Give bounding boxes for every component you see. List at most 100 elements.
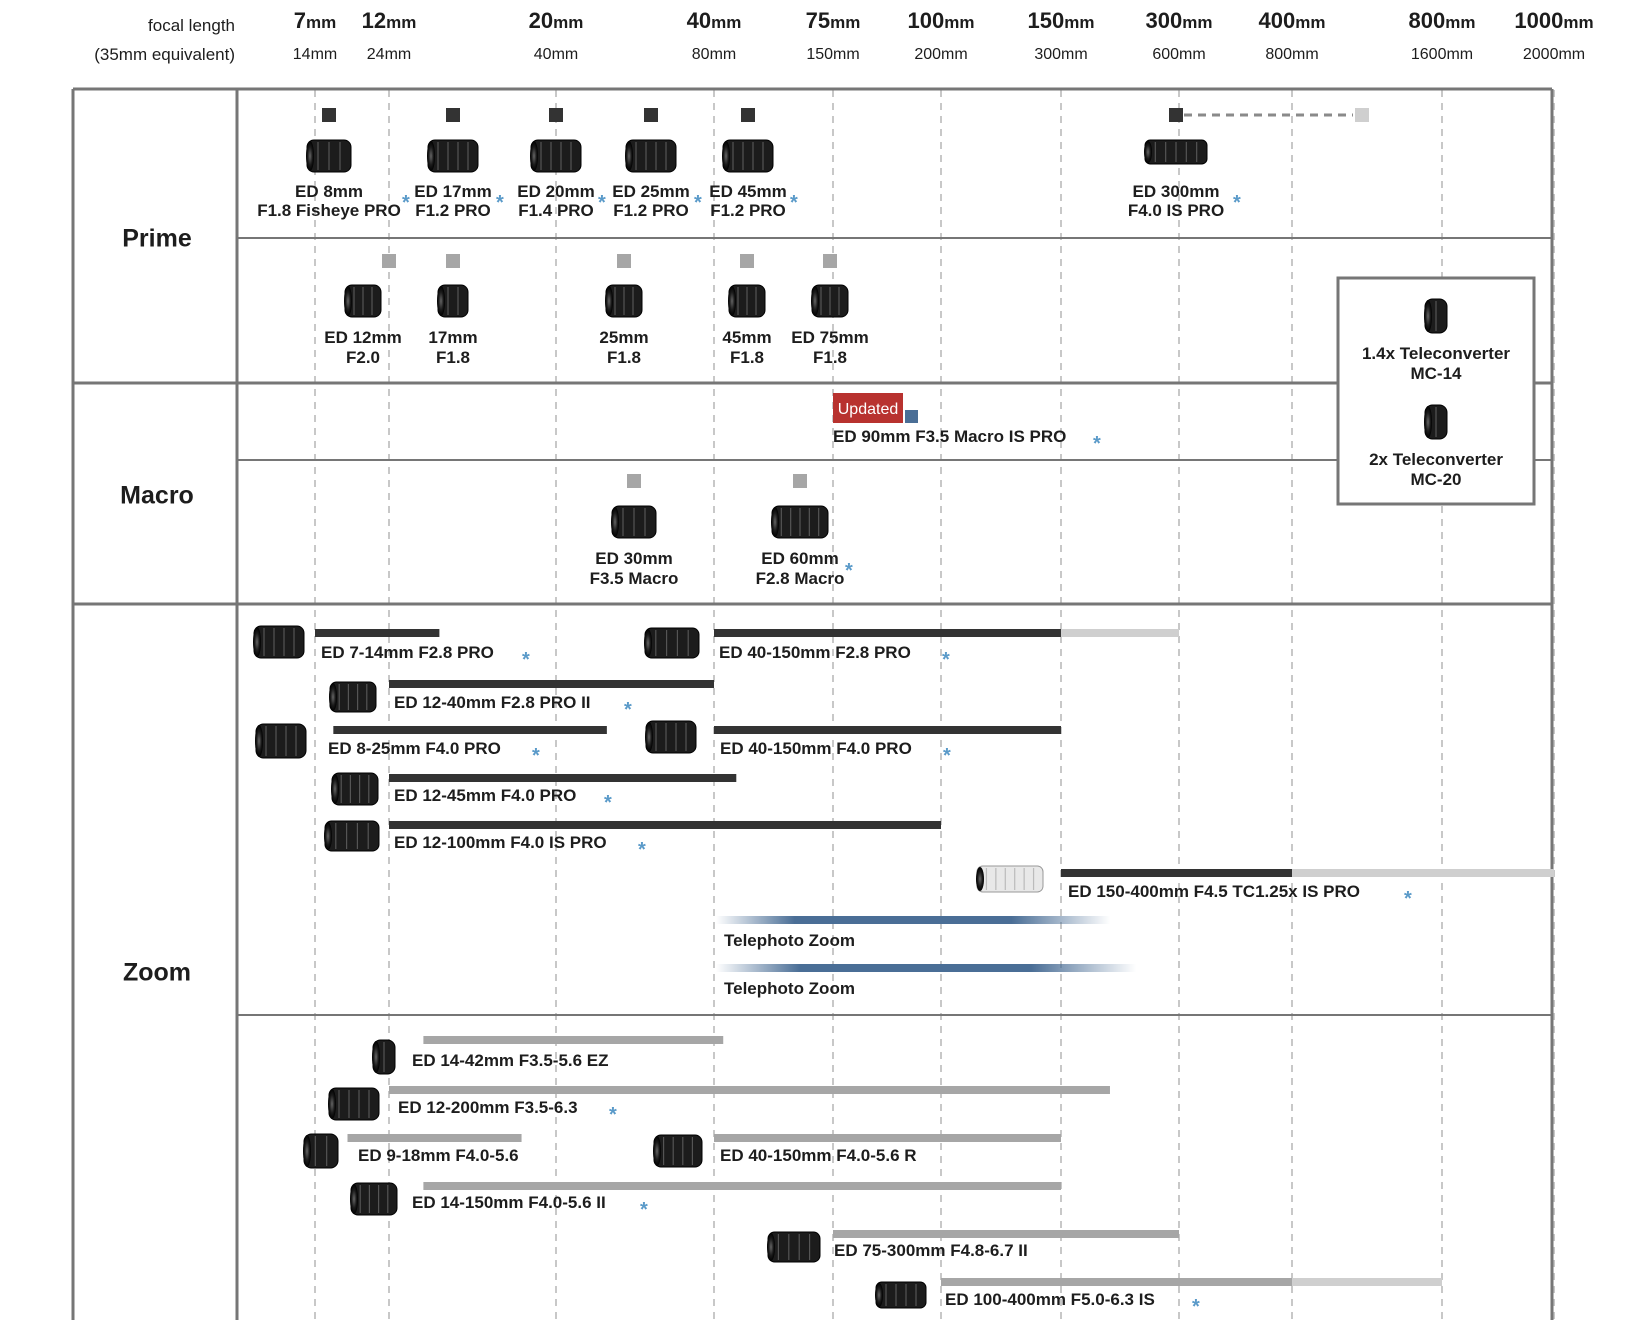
lens-aperture: F1.2 PRO bbox=[613, 201, 689, 220]
pro-star-mark: * bbox=[790, 192, 798, 214]
prime-pro-marker bbox=[741, 108, 755, 122]
lens-aperture: F1.8 bbox=[436, 348, 470, 367]
lens-name: ED 45mm bbox=[709, 182, 786, 201]
lens-front-element bbox=[253, 627, 261, 657]
lens-aperture: F1.4 PRO bbox=[518, 201, 594, 220]
lens-icon bbox=[253, 625, 305, 659]
pro-star-mark: * bbox=[496, 192, 504, 214]
lens-name: 25mm bbox=[599, 328, 648, 347]
pro-star-mark: * bbox=[624, 699, 632, 721]
zoom-extension-bar bbox=[1292, 869, 1554, 877]
lens-icon bbox=[611, 505, 657, 539]
lens-front-element bbox=[728, 286, 736, 316]
lens-barrel bbox=[767, 1231, 821, 1263]
macro-standard-marker bbox=[627, 474, 641, 488]
lens-name: ED 40-150mm F2.8 PRO bbox=[719, 643, 911, 662]
zoom-pro-range-bar bbox=[333, 726, 607, 734]
lens-name: 17mm bbox=[428, 328, 477, 347]
equivalent-tick-14mm: 14mm bbox=[292, 46, 338, 63]
lens-icon bbox=[771, 505, 829, 539]
lens-barrel bbox=[253, 625, 305, 659]
lens-aperture: F4.0 IS PRO bbox=[1128, 201, 1224, 220]
lens-icon bbox=[344, 284, 382, 318]
pro-star-mark: * bbox=[638, 839, 646, 861]
lens-aperture: F1.8 bbox=[813, 348, 847, 367]
lens-icon bbox=[329, 681, 377, 713]
lens-name: ED 12-45mm F4.0 PRO bbox=[394, 786, 576, 805]
lens-aperture: F1.8 Fisheye PRO bbox=[257, 201, 401, 220]
lens-name: Telephoto Zoom bbox=[724, 931, 855, 950]
focal-tick-400: 400mm bbox=[1259, 8, 1326, 34]
lens-icon bbox=[645, 720, 697, 754]
lens-front-element bbox=[811, 286, 819, 316]
focal-value: 100 bbox=[907, 8, 945, 33]
focal-tick-150: 150mm bbox=[1028, 8, 1095, 34]
lens-front-element bbox=[875, 1283, 883, 1307]
lens-icon bbox=[306, 139, 352, 173]
zoom-pro-range-bar bbox=[714, 629, 1061, 637]
pro-star-mark: * bbox=[609, 1104, 617, 1126]
zoom-standard-range-bar bbox=[423, 1182, 1061, 1190]
pro-star-mark: * bbox=[598, 192, 606, 214]
lens-front-element bbox=[625, 141, 633, 171]
teleconverter-name: 1.4x Teleconverter bbox=[1362, 344, 1510, 363]
prime-standard-marker bbox=[740, 254, 754, 268]
lens-front-element bbox=[771, 507, 779, 537]
zoom-standard-range-bar bbox=[941, 1278, 1292, 1286]
lens-barrel bbox=[328, 1087, 380, 1121]
lens-barrel bbox=[875, 1281, 927, 1309]
lens-icon-telephoto bbox=[1144, 139, 1208, 165]
lens-front-element bbox=[653, 1136, 661, 1166]
zoom-pro-range-bar bbox=[315, 629, 440, 637]
equivalent-tick-1600mm: 1600mm bbox=[1410, 46, 1474, 63]
lens-icon bbox=[728, 284, 766, 318]
lens-name: ED 17mm bbox=[414, 182, 491, 201]
lens-name: ED 150-400mm F4.5 TC1.25x IS PRO bbox=[1068, 882, 1360, 901]
future-zoom-bar bbox=[716, 964, 1136, 972]
lens-aperture: F3.5 Macro bbox=[590, 569, 679, 588]
lens-aperture: F1.2 PRO bbox=[710, 201, 786, 220]
lens-name: ED 75mm bbox=[791, 328, 868, 347]
updated-badge-text: Updated bbox=[838, 401, 899, 418]
zoom-pro-range-bar bbox=[389, 680, 714, 688]
lens-name: ED 14-42mm F3.5-5.6 EZ bbox=[412, 1051, 609, 1070]
lens-barrel bbox=[653, 1134, 703, 1168]
lens-icon bbox=[976, 865, 1044, 893]
lens-icon bbox=[875, 1281, 927, 1309]
prime-standard-marker bbox=[617, 254, 631, 268]
lens-icon bbox=[255, 723, 307, 759]
focal-unit: mm bbox=[830, 13, 861, 32]
updated-badge bbox=[833, 393, 903, 423]
lens-front-element bbox=[530, 141, 538, 171]
pro-star-mark: * bbox=[532, 745, 540, 767]
focal-tick-20: 20mm bbox=[529, 8, 584, 34]
prime-pro-marker bbox=[322, 108, 336, 122]
teleconverter-extension-marker bbox=[1355, 108, 1369, 122]
pro-star-mark: * bbox=[942, 649, 950, 671]
lens-name: ED 30mm bbox=[595, 549, 672, 568]
lens-front-element bbox=[372, 1041, 380, 1073]
focal-tick-300: 300mm bbox=[1146, 8, 1213, 34]
lens-icon bbox=[427, 139, 479, 173]
lens-name: ED 7-14mm F2.8 PRO bbox=[321, 643, 494, 662]
focal-tick-75: 75mm bbox=[806, 8, 861, 34]
lens-front-element bbox=[427, 141, 435, 171]
prime-pro-marker bbox=[446, 108, 460, 122]
focal-unit: mm bbox=[1563, 13, 1594, 32]
focal-value: 150 bbox=[1027, 8, 1065, 33]
lens-front-element bbox=[437, 286, 445, 316]
focal-tick-12: 12mm bbox=[362, 8, 417, 34]
focal-unit: mm bbox=[1182, 13, 1213, 32]
focal-unit: mm bbox=[1445, 13, 1476, 32]
pro-star-mark: * bbox=[845, 560, 853, 582]
zoom-extension-bar bbox=[1061, 629, 1179, 637]
equivalent-tick-300mm: 300mm bbox=[1034, 46, 1088, 63]
lens-aperture: F1.8 bbox=[607, 348, 641, 367]
pro-star-mark: * bbox=[943, 745, 951, 767]
lens-name: ED 75-300mm F4.8-6.7 II bbox=[834, 1241, 1028, 1260]
lens-name: ED 60mm bbox=[761, 549, 838, 568]
focal-unit: mm bbox=[553, 13, 584, 32]
macro-standard-marker bbox=[793, 474, 807, 488]
lens-name: ED 14-150mm F4.0-5.6 II bbox=[412, 1193, 606, 1212]
